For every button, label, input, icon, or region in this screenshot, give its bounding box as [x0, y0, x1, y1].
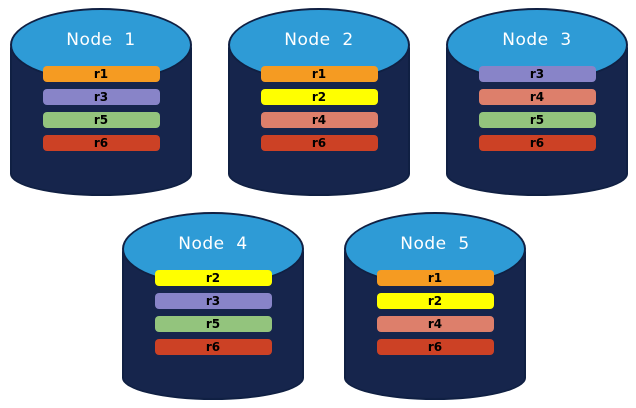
- replica-bar[interactable]: r6: [42, 135, 160, 151]
- replica-bar[interactable]: r5: [154, 316, 272, 332]
- node-3[interactable]: Node 3 r3 r4 r5 r6: [446, 8, 628, 196]
- replica-bar[interactable]: r1: [376, 270, 494, 286]
- node-2-replica-list: r1 r2 r4 r6: [228, 66, 410, 151]
- replica-bar[interactable]: r6: [376, 339, 494, 355]
- replica-bar[interactable]: r2: [376, 293, 494, 309]
- replica-bar[interactable]: r2: [260, 89, 378, 105]
- replica-bar[interactable]: r6: [478, 135, 596, 151]
- replica-bar[interactable]: r3: [42, 89, 160, 105]
- replica-bar[interactable]: r2: [154, 270, 272, 286]
- node-5[interactable]: Node 5 r1 r2 r4 r6: [344, 212, 526, 400]
- node-1[interactable]: Node 1 r1 r3 r5 r6: [10, 8, 192, 196]
- node-1-replica-list: r1 r3 r5 r6: [10, 66, 192, 151]
- replica-bar[interactable]: r1: [260, 66, 378, 82]
- node-2[interactable]: Node 2 r1 r2 r4 r6: [228, 8, 410, 196]
- replica-bar[interactable]: r6: [154, 339, 272, 355]
- replica-bar[interactable]: r4: [376, 316, 494, 332]
- replica-bar[interactable]: r1: [42, 66, 160, 82]
- replica-bar[interactable]: r3: [154, 293, 272, 309]
- replica-bar[interactable]: r3: [478, 66, 596, 82]
- node-3-replica-list: r3 r4 r5 r6: [446, 66, 628, 151]
- replica-bar[interactable]: r5: [478, 112, 596, 128]
- replica-bar[interactable]: r4: [478, 89, 596, 105]
- replica-bar[interactable]: r4: [260, 112, 378, 128]
- cylinder-top: [344, 212, 526, 286]
- node-4-replica-list: r2 r3 r5 r6: [122, 270, 304, 355]
- replica-bar[interactable]: r5: [42, 112, 160, 128]
- node-5-replica-list: r1 r2 r4 r6: [344, 270, 526, 355]
- node-4[interactable]: Node 4 r2 r3 r5 r6: [122, 212, 304, 400]
- replica-bar[interactable]: r6: [260, 135, 378, 151]
